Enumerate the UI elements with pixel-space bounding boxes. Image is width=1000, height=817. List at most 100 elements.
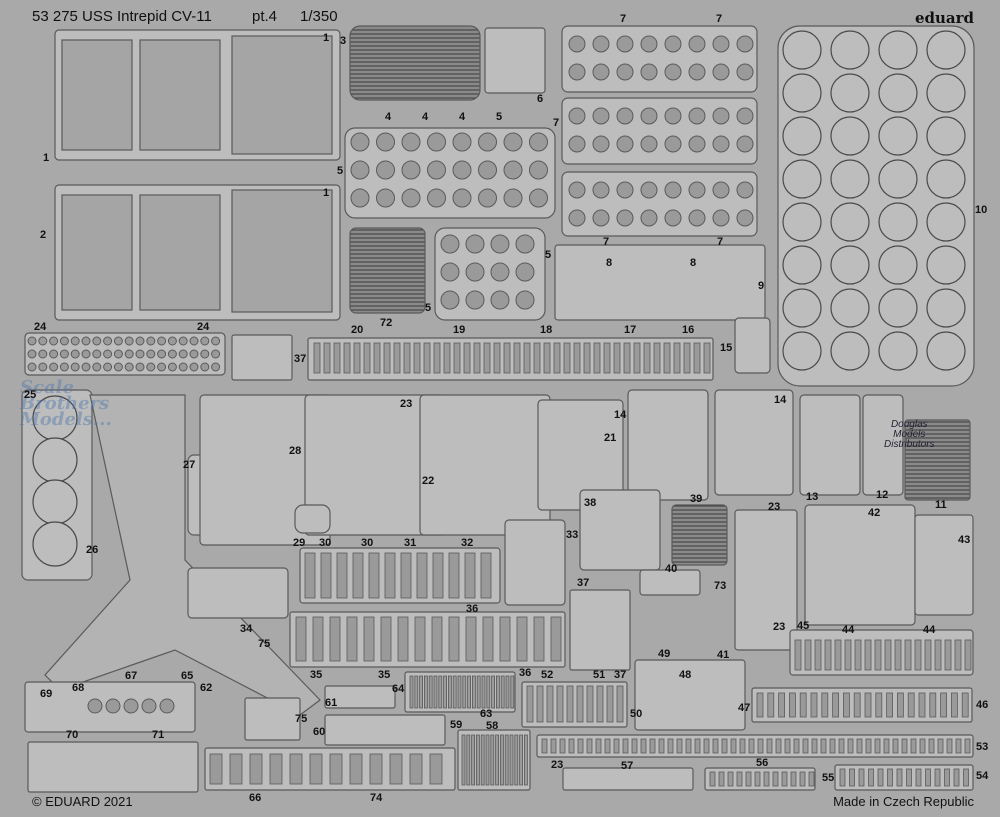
slot — [789, 692, 796, 718]
hole — [640, 35, 658, 53]
disc — [830, 73, 870, 113]
slot — [495, 675, 500, 709]
disc — [782, 30, 822, 70]
hole — [736, 63, 754, 81]
part-number-71: 71 — [152, 729, 165, 741]
slot — [663, 342, 671, 374]
disc — [32, 437, 78, 483]
hole — [146, 362, 156, 372]
slot — [289, 753, 303, 785]
slot — [500, 675, 505, 709]
slot — [463, 342, 471, 374]
part-number-5: 5 — [425, 302, 432, 314]
slot — [924, 639, 932, 671]
part-number-46: 46 — [976, 699, 989, 711]
slot — [730, 738, 737, 754]
hole — [113, 362, 123, 372]
slot — [712, 738, 719, 754]
part-number-7: 7 — [717, 236, 724, 248]
slot — [349, 753, 363, 785]
hole — [712, 135, 730, 153]
part-number-23: 23 — [768, 501, 781, 513]
hole — [688, 107, 706, 125]
part-number-34: 34 — [240, 623, 253, 635]
disc — [32, 479, 78, 525]
hole — [141, 698, 157, 714]
hole — [503, 188, 523, 208]
slot — [432, 552, 444, 599]
part-number-20: 20 — [351, 324, 364, 336]
slot — [940, 692, 947, 718]
hole — [592, 63, 610, 81]
slot — [466, 734, 471, 786]
part-number-39: 39 — [690, 493, 703, 505]
slot — [894, 639, 902, 671]
part-60 — [324, 685, 396, 709]
disc — [878, 159, 918, 199]
slot — [658, 738, 665, 754]
slot — [829, 738, 836, 754]
hole — [87, 698, 103, 714]
hole — [440, 234, 460, 254]
slot — [814, 639, 822, 671]
disc — [926, 331, 966, 371]
slot — [480, 734, 485, 786]
part-3-grille — [349, 25, 481, 101]
hole — [592, 209, 610, 227]
part-61 — [244, 697, 301, 741]
part-number-75: 75 — [295, 713, 308, 725]
slot — [541, 738, 548, 754]
slot — [504, 734, 509, 786]
slot — [269, 753, 283, 785]
hole — [103, 362, 113, 372]
slot — [856, 738, 863, 754]
slot — [433, 342, 441, 374]
part-number-5: 5 — [496, 111, 503, 123]
slot — [757, 738, 764, 754]
slot — [313, 342, 321, 374]
slot — [513, 342, 521, 374]
slot — [865, 738, 872, 754]
slot — [804, 639, 812, 671]
part-number-52: 52 — [541, 669, 554, 681]
disc — [878, 288, 918, 328]
part-37-lower — [569, 589, 631, 671]
slot — [505, 675, 510, 709]
copyright: © EDUARD 2021 — [32, 794, 133, 809]
slot — [433, 675, 438, 709]
hole — [440, 262, 460, 282]
part-number-37: 37 — [614, 669, 627, 681]
slot — [453, 342, 461, 374]
hole — [592, 35, 610, 53]
hole — [178, 362, 188, 372]
slot — [448, 552, 460, 599]
hole — [736, 209, 754, 227]
hole — [27, 336, 37, 346]
slot — [471, 734, 476, 786]
part-number-27: 27 — [183, 459, 196, 471]
hole — [529, 160, 548, 180]
slot — [443, 675, 448, 709]
part-number-3: 3 — [340, 35, 347, 47]
part-number-30: 30 — [319, 537, 332, 549]
disc — [878, 245, 918, 285]
slot — [471, 675, 476, 709]
slot — [928, 738, 935, 754]
slot — [543, 342, 551, 374]
slot — [820, 738, 827, 754]
slot — [838, 738, 845, 754]
disc — [926, 30, 966, 70]
slot — [336, 552, 348, 599]
part-number-57: 57 — [621, 760, 634, 772]
hole — [515, 262, 535, 282]
part-number-56: 56 — [756, 757, 769, 769]
disc — [782, 331, 822, 371]
part-53-strip — [536, 734, 974, 758]
part-number-48: 48 — [679, 669, 692, 681]
slot — [509, 734, 514, 786]
hole — [664, 181, 682, 199]
slot — [631, 738, 638, 754]
slot — [380, 616, 392, 662]
disc — [830, 288, 870, 328]
hole — [452, 132, 472, 152]
